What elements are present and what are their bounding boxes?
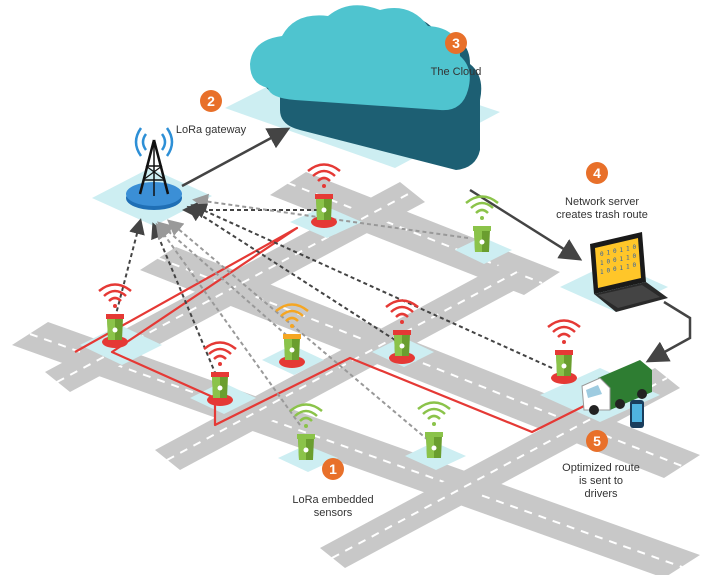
optimized-route — [74, 226, 601, 434]
smartphone-icon — [630, 400, 644, 428]
step-label-cloud: The Cloud — [430, 66, 482, 78]
signal-arrows — [114, 193, 553, 441]
trash-bin-full — [385, 299, 419, 364]
flow-arrows — [181, 127, 692, 363]
trash-bin-full — [203, 341, 237, 406]
laptop-digit: 1 — [600, 260, 604, 267]
step-label-gateway: LoRa gateway — [175, 124, 247, 136]
step-badge-4: 4 — [586, 162, 608, 184]
laptop-digit: 0 — [633, 244, 637, 251]
gateway-to-cloud-arrow — [181, 127, 291, 188]
laptop-digit: 1 — [626, 254, 630, 261]
laptop-digit: 0 — [613, 248, 617, 255]
laptop-digit: 0 — [600, 251, 604, 258]
garbage-truck-icon — [581, 360, 652, 415]
step-badge-3: 3 — [445, 32, 467, 54]
step-badge-1: 1 — [322, 458, 344, 480]
step-label-network-server: Network server creates trash route — [556, 196, 648, 221]
laptop-digit: 0 — [633, 253, 637, 260]
step-label-optimized-route: Optimized route is sent to drivers — [562, 462, 640, 500]
laptop-digit: 0 — [613, 266, 617, 273]
trash-bin-full — [98, 283, 132, 348]
laptop-digit: 1 — [600, 269, 604, 276]
trash-bin-half — [275, 303, 309, 368]
trash-bin-empty — [417, 401, 451, 458]
trash-bin-empty — [289, 403, 323, 460]
laptop-digit: 1 — [607, 250, 611, 257]
laptop-digit: 0 — [613, 257, 617, 264]
step-label-sensors: LoRa embedded sensors — [292, 494, 374, 519]
laptop-digit: 1 — [620, 265, 624, 272]
step-badge-2: 2 — [200, 90, 222, 112]
trash-bin-full — [307, 163, 341, 228]
gateway-tower-icon — [126, 127, 182, 210]
laptop-digit: 1 — [620, 247, 624, 254]
step-badge-5: 5 — [586, 430, 608, 452]
trash-bins — [98, 163, 581, 460]
trash-bin-full — [547, 319, 581, 384]
laptop-digit: 1 — [626, 263, 630, 270]
laptop-digit: 0 — [607, 259, 611, 266]
laptop-digit: 0 — [633, 262, 637, 269]
trash-bin-empty — [465, 195, 499, 252]
cloud-icon — [250, 5, 482, 171]
server-to-truck-arrow — [645, 300, 692, 363]
cloud-to-server-arrow — [469, 188, 583, 261]
road — [320, 368, 680, 568]
laptop-digit: 1 — [626, 245, 630, 252]
laptop-digit: 1 — [620, 256, 624, 263]
laptop-digit: 0 — [607, 268, 611, 275]
